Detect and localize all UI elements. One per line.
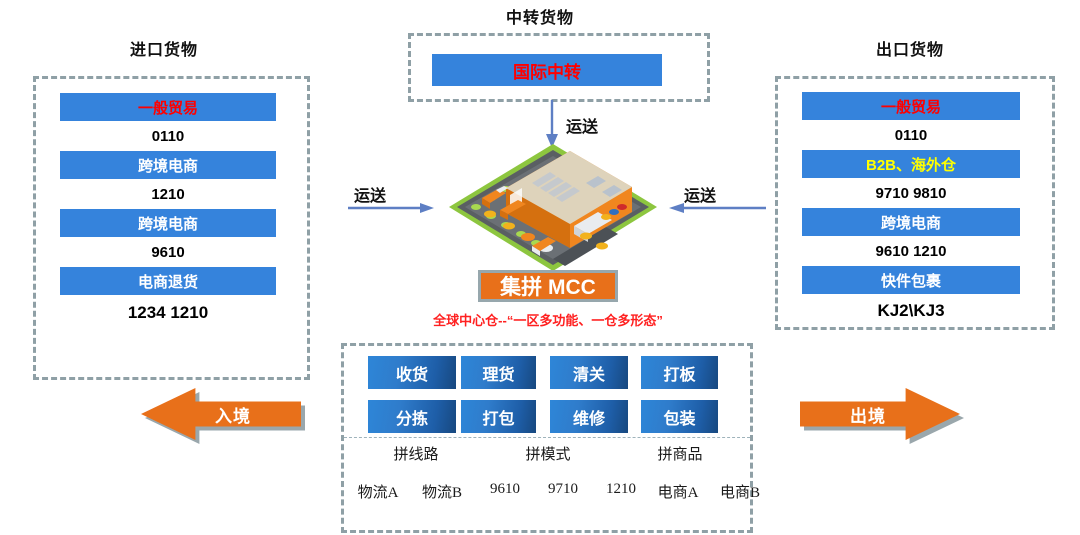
import-code-0: 0110 [151, 127, 185, 145]
export-panel-title: 出口货物 [875, 42, 944, 59]
import-bar-2[interactable]: 跨境电商 [60, 209, 276, 237]
operation-button-3[interactable]: 打板 [641, 356, 718, 389]
import-bar-1[interactable]: 跨境电商 [60, 151, 276, 179]
import-code-2: 9610 [151, 243, 185, 261]
warehouse-illustration [449, 144, 657, 271]
transport-right-arrow [669, 203, 766, 213]
operation-button-6[interactable]: 维修 [550, 400, 628, 433]
operation-button-1[interactable]: 理货 [461, 356, 536, 389]
import-bar-0[interactable]: 一般贸易 [60, 93, 276, 121]
export-panel-box [775, 76, 1055, 330]
entry-arrow-label: 入境 [215, 406, 251, 426]
operations-item-1: 物流B [421, 485, 462, 501]
operations-item-0: 物流A [357, 485, 399, 501]
mcc-badge[interactable]: 集拼 MCC [478, 270, 618, 302]
export-code-0: 0110 [894, 126, 928, 144]
transport-left-arrow [348, 203, 434, 213]
export-code-1: 9710 9810 [875, 184, 947, 202]
export-code-2: 9610 1210 [875, 242, 947, 260]
operation-button-4[interactable]: 分拣 [368, 400, 456, 433]
operation-button-2[interactable]: 清关 [550, 356, 628, 389]
operations-item-2: 9610 [490, 481, 520, 497]
transit-bar[interactable]: 国际中转 [432, 54, 662, 86]
operations-item-6: 电商B [719, 485, 760, 501]
transit-panel-title: 中转货物 [505, 10, 574, 27]
export-bar-3[interactable]: 快件包裹 [802, 266, 1020, 294]
operations-divider [344, 437, 750, 438]
transit-panel-box [408, 33, 710, 102]
operations-item-3: 9710 [548, 481, 578, 497]
import-panel-title: 进口货物 [129, 42, 198, 59]
export-code-3: KJ2\KJ3 [877, 301, 945, 320]
operations-item-5: 电商A [657, 485, 699, 501]
export-bar-1[interactable]: B2B、海外仓 [802, 150, 1020, 178]
transport-left-label: 运送 [354, 188, 387, 205]
export-bar-0[interactable]: 一般贸易 [802, 92, 1020, 120]
exit-arrow-label: 出境 [850, 406, 886, 426]
import-code-1: 1210 [151, 185, 185, 203]
group-label-2: 拼商品 [657, 447, 703, 463]
operations-panel-box [341, 343, 753, 533]
import-code-3: 1234 1210 [127, 303, 209, 322]
group-label-0: 拼线路 [393, 447, 439, 463]
operation-button-5[interactable]: 打包 [461, 400, 536, 433]
exit-arrow[interactable]: 出境 [800, 388, 964, 444]
export-bar-2[interactable]: 跨境电商 [802, 208, 1020, 236]
operation-button-0[interactable]: 收货 [368, 356, 456, 389]
transport-right-label: 运送 [684, 188, 717, 205]
entry-arrow[interactable]: 入境 [141, 388, 305, 444]
import-panel-box [33, 76, 310, 380]
operations-item-4: 1210 [606, 481, 636, 497]
import-bar-3[interactable]: 电商退货 [60, 267, 276, 295]
group-label-1: 拼模式 [525, 447, 571, 463]
operation-button-7[interactable]: 包装 [641, 400, 718, 433]
transport-down-label: 运送 [566, 119, 599, 136]
transport-down-arrow [546, 100, 558, 148]
mcc-caption: 全球中心仓--“一区多功能、一仓多形态” [433, 313, 663, 328]
